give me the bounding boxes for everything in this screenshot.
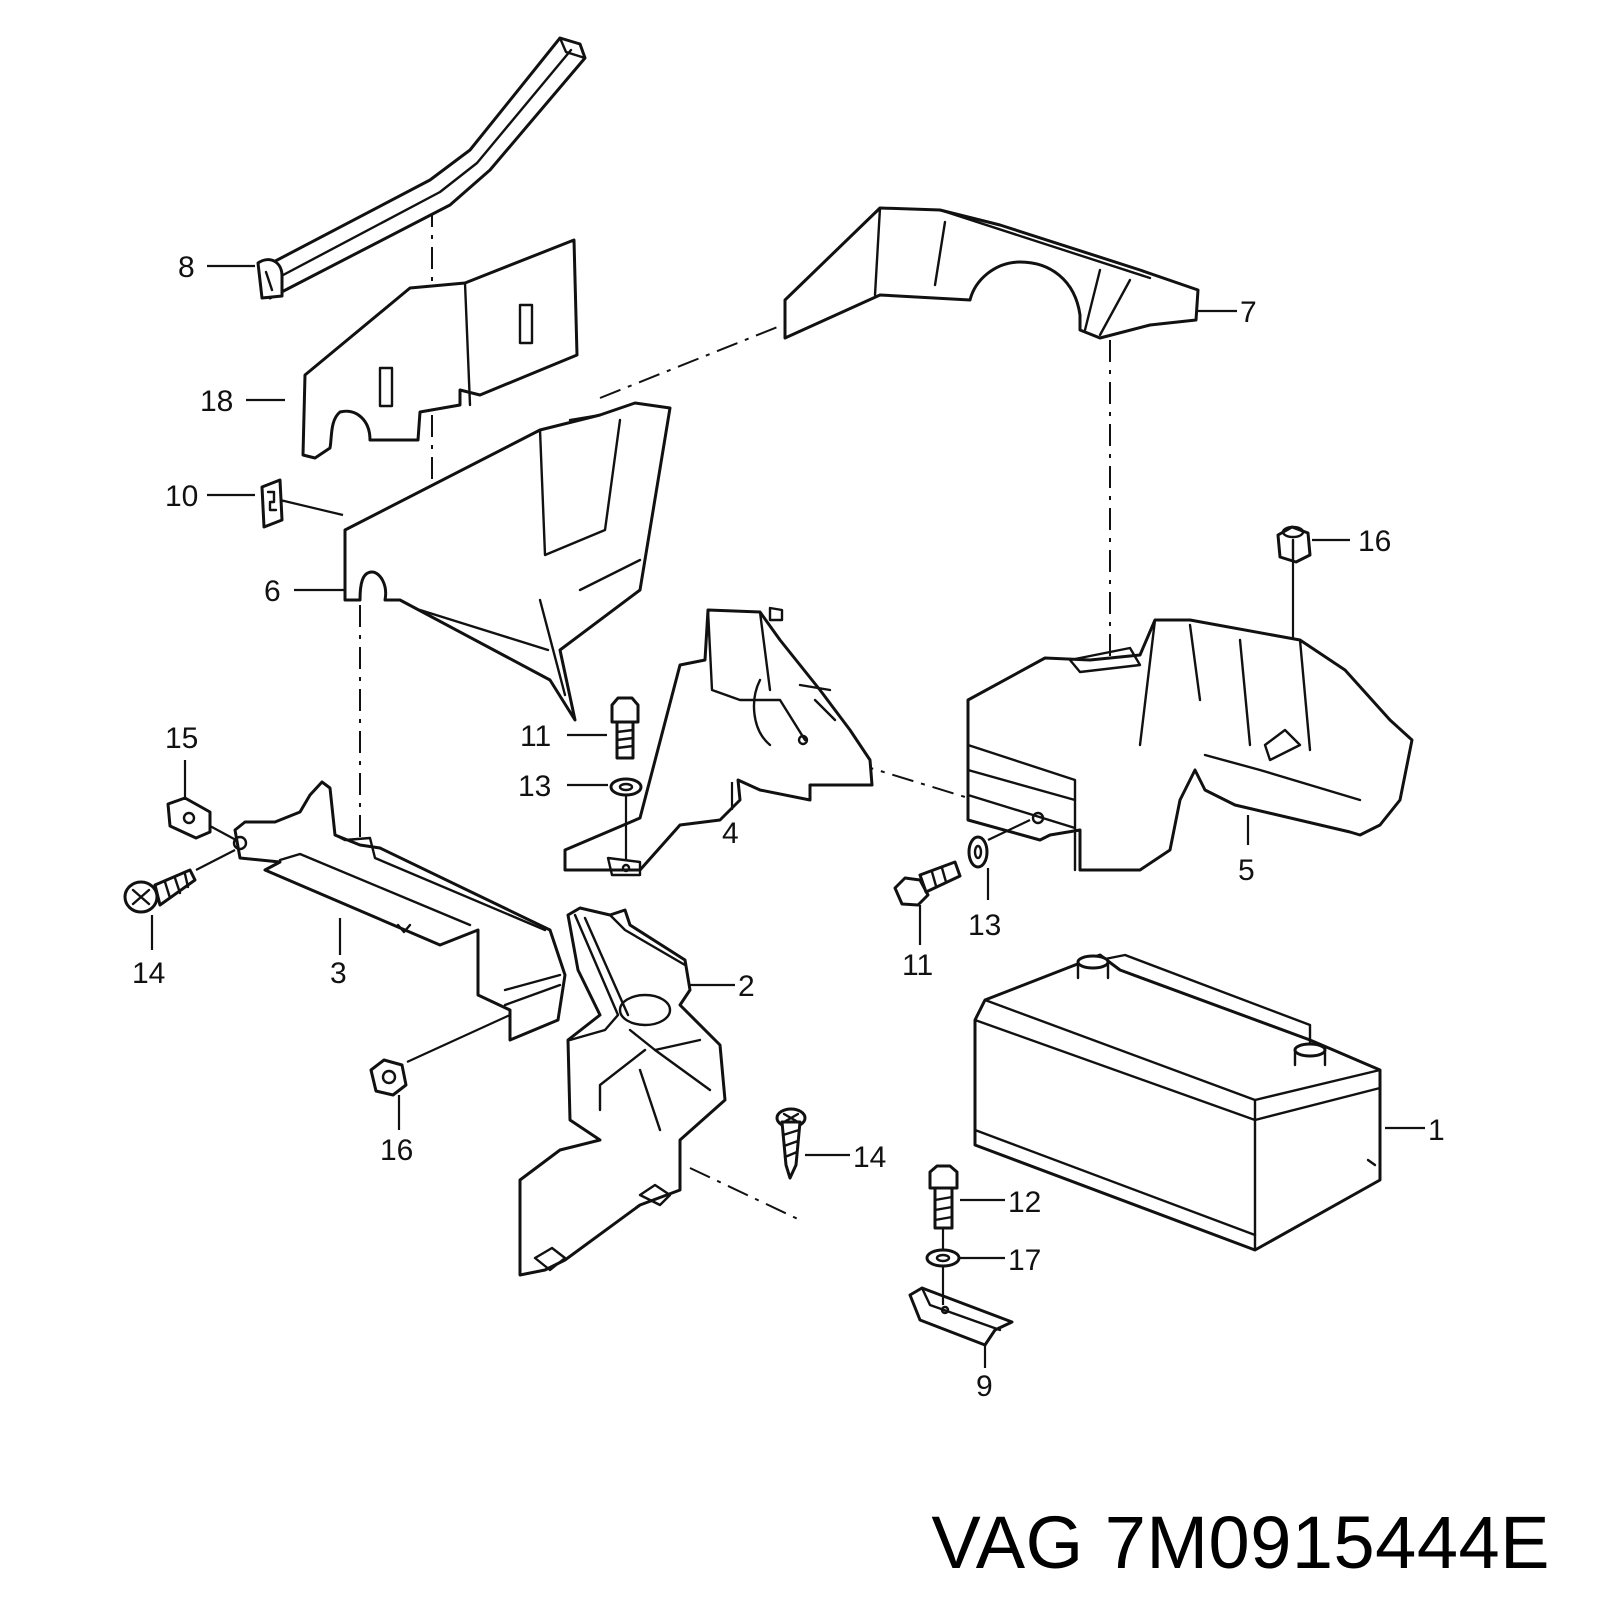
callout-3: 3: [330, 957, 347, 990]
leader-lines: [150, 264, 1425, 1368]
callout-14-right: 14: [853, 1141, 886, 1174]
part-5-battery-housing-right: [966, 618, 1414, 872]
callout-16-lower: 16: [380, 1134, 413, 1167]
callout-6: 6: [264, 575, 281, 608]
brand-name: VAG: [931, 1501, 1084, 1584]
callout-16-top: 16: [1358, 525, 1391, 558]
callout-1: 1: [1428, 1114, 1445, 1147]
part-17-washer: [925, 1248, 961, 1268]
part-6-side-shield: [343, 401, 672, 722]
part-16-nut-lower: [369, 1058, 408, 1097]
part-10-clip: [260, 478, 284, 529]
part-11-bolt-lower: [893, 860, 962, 907]
part-7-upper-cover: [783, 206, 1200, 340]
callout-14-left: 14: [132, 957, 165, 990]
part-1-battery: [973, 953, 1382, 1252]
part-13-washer-lower: [967, 835, 989, 869]
part-11-bolt-upper: [610, 696, 640, 760]
part-18-insulation-panel: [301, 238, 579, 460]
callout-9: 9: [976, 1370, 993, 1403]
callout-11-upper: 11: [520, 720, 551, 753]
callout-labels: 8 18 10 6 7 16 5 4 11 13 15 14 3 2 16 11…: [132, 251, 1445, 1403]
callout-12: 12: [1008, 1186, 1041, 1219]
part-2-battery-tray-bracket: [518, 906, 727, 1277]
callout-13-upper: 13: [518, 770, 551, 803]
callout-4: 4: [722, 817, 739, 850]
part-9-clamp-plate: [908, 1286, 1014, 1347]
callout-5: 5: [1238, 854, 1255, 887]
callout-10: 10: [165, 480, 198, 513]
callout-7: 7: [1240, 296, 1257, 329]
part-4-support-bracket: [563, 606, 874, 877]
callout-17: 17: [1008, 1244, 1041, 1277]
callout-8: 8: [178, 251, 195, 284]
callout-18: 18: [200, 385, 233, 418]
part-14-screw-right: [775, 1107, 807, 1180]
callout-11-lower: 11: [902, 949, 933, 982]
part-number: 7M0915444E: [1104, 1501, 1550, 1584]
part-8-edge-trim-strip: [256, 36, 587, 300]
part-14-screw-left: [123, 868, 197, 914]
callout-13-lower: 13: [968, 909, 1001, 942]
part-15-speed-nut: [166, 796, 212, 840]
part-12-bolt: [928, 1164, 959, 1230]
part-16-nut-top: [1276, 525, 1312, 564]
callout-2: 2: [738, 970, 755, 1003]
part-number-caption: VAG 7M0915444E: [931, 1500, 1550, 1585]
part-13-washer-upper: [609, 777, 643, 797]
callout-15: 15: [165, 722, 198, 755]
part-3-lower-tray: [232, 780, 567, 1042]
